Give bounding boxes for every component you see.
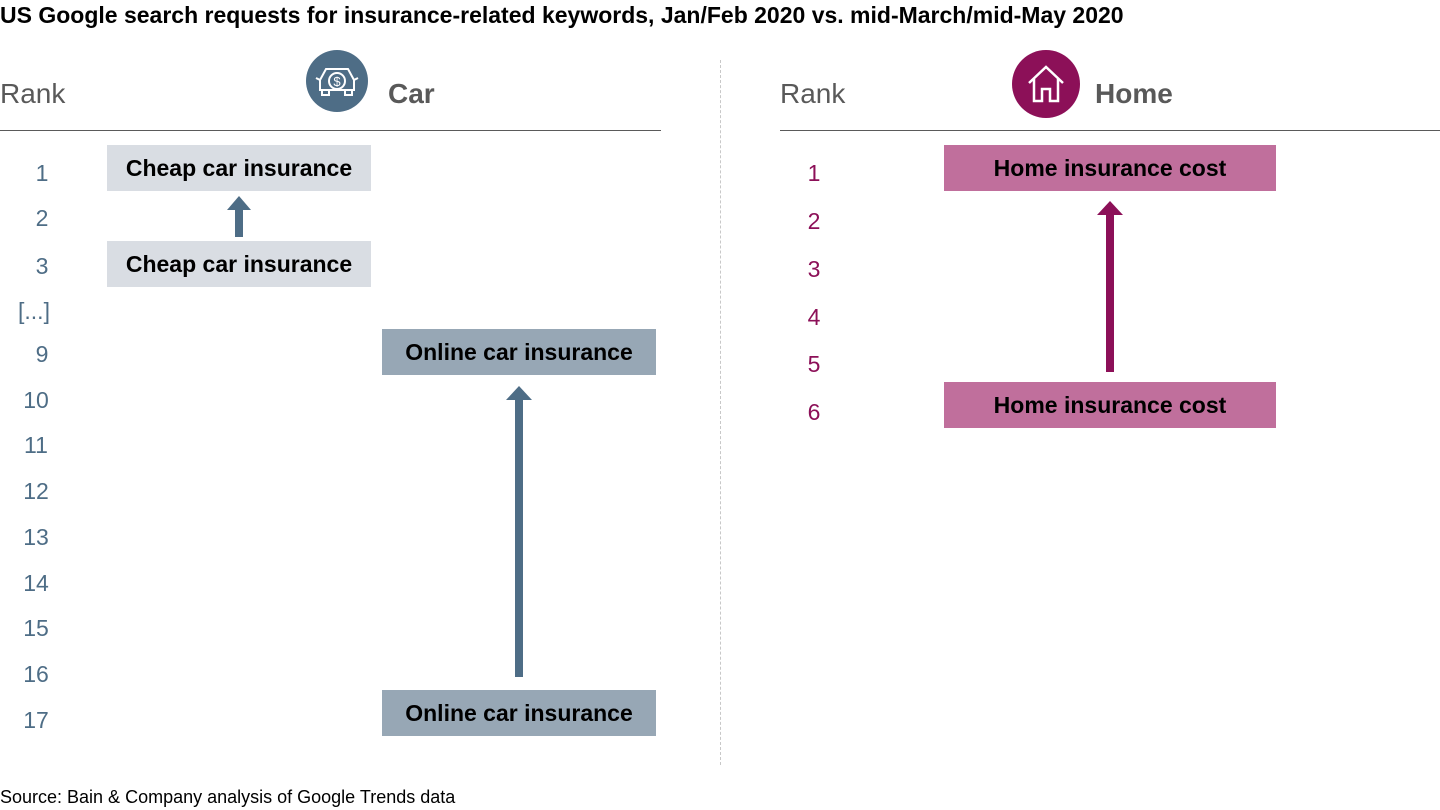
car-rank: 13 [23,524,49,550]
car-rank: 16 [23,661,49,687]
car-rank-ellipsis: [...] [18,298,50,324]
home-rank: 6 [807,399,821,425]
car-header-rule [0,130,661,131]
car-rank: 12 [23,478,49,504]
home-rank-header: Rank [780,78,846,109]
car-rank: 2 [35,205,49,231]
car-rank: 9 [35,341,49,367]
car-dollar-icon: $ [306,50,368,112]
home-header-rule [780,130,1440,131]
car-rank: 3 [35,253,49,279]
car-rank: 10 [23,387,49,413]
car-rank: 17 [23,707,49,733]
car-rank-change-arrows [227,196,532,677]
car-rank-header: Rank [0,78,66,109]
keyword-box-home-insurance-cost-new: Home insurance cost [944,145,1276,191]
arrow-up-icon [506,386,532,677]
home-rank: 3 [807,256,821,282]
arrow-up-icon [1097,201,1123,372]
keyword-box-online-car-insurance-new: Online car insurance [382,329,656,375]
car-rank: 1 [35,160,49,186]
source-note: Source: Bain & Company analysis of Googl… [0,787,456,807]
car-rank: 11 [24,432,48,458]
home-rank: 4 [807,304,821,330]
car-rank: 14 [23,570,49,596]
home-rank: 2 [807,208,821,234]
keyword-box-online-car-insurance-old: Online car insurance [382,690,656,736]
home-rank: 1 [807,160,821,186]
home-rank: 5 [807,351,821,377]
arrow-up-icon [227,196,251,237]
svg-text:$: $ [333,74,341,89]
panel-divider [720,60,721,765]
chart-title: US Google search requests for insurance-… [0,2,1124,28]
house-icon [1012,50,1080,118]
home-panel-label: Home [1095,78,1173,109]
home-rank-change-arrows [1097,201,1123,372]
keyword-box-home-insurance-cost-old: Home insurance cost [944,382,1276,428]
car-panel-label: Car [388,78,435,109]
keyword-box-cheap-car-insurance-new: Cheap car insurance [107,145,371,191]
car-rank: 15 [23,615,49,641]
keyword-box-cheap-car-insurance-old: Cheap car insurance [107,241,371,287]
